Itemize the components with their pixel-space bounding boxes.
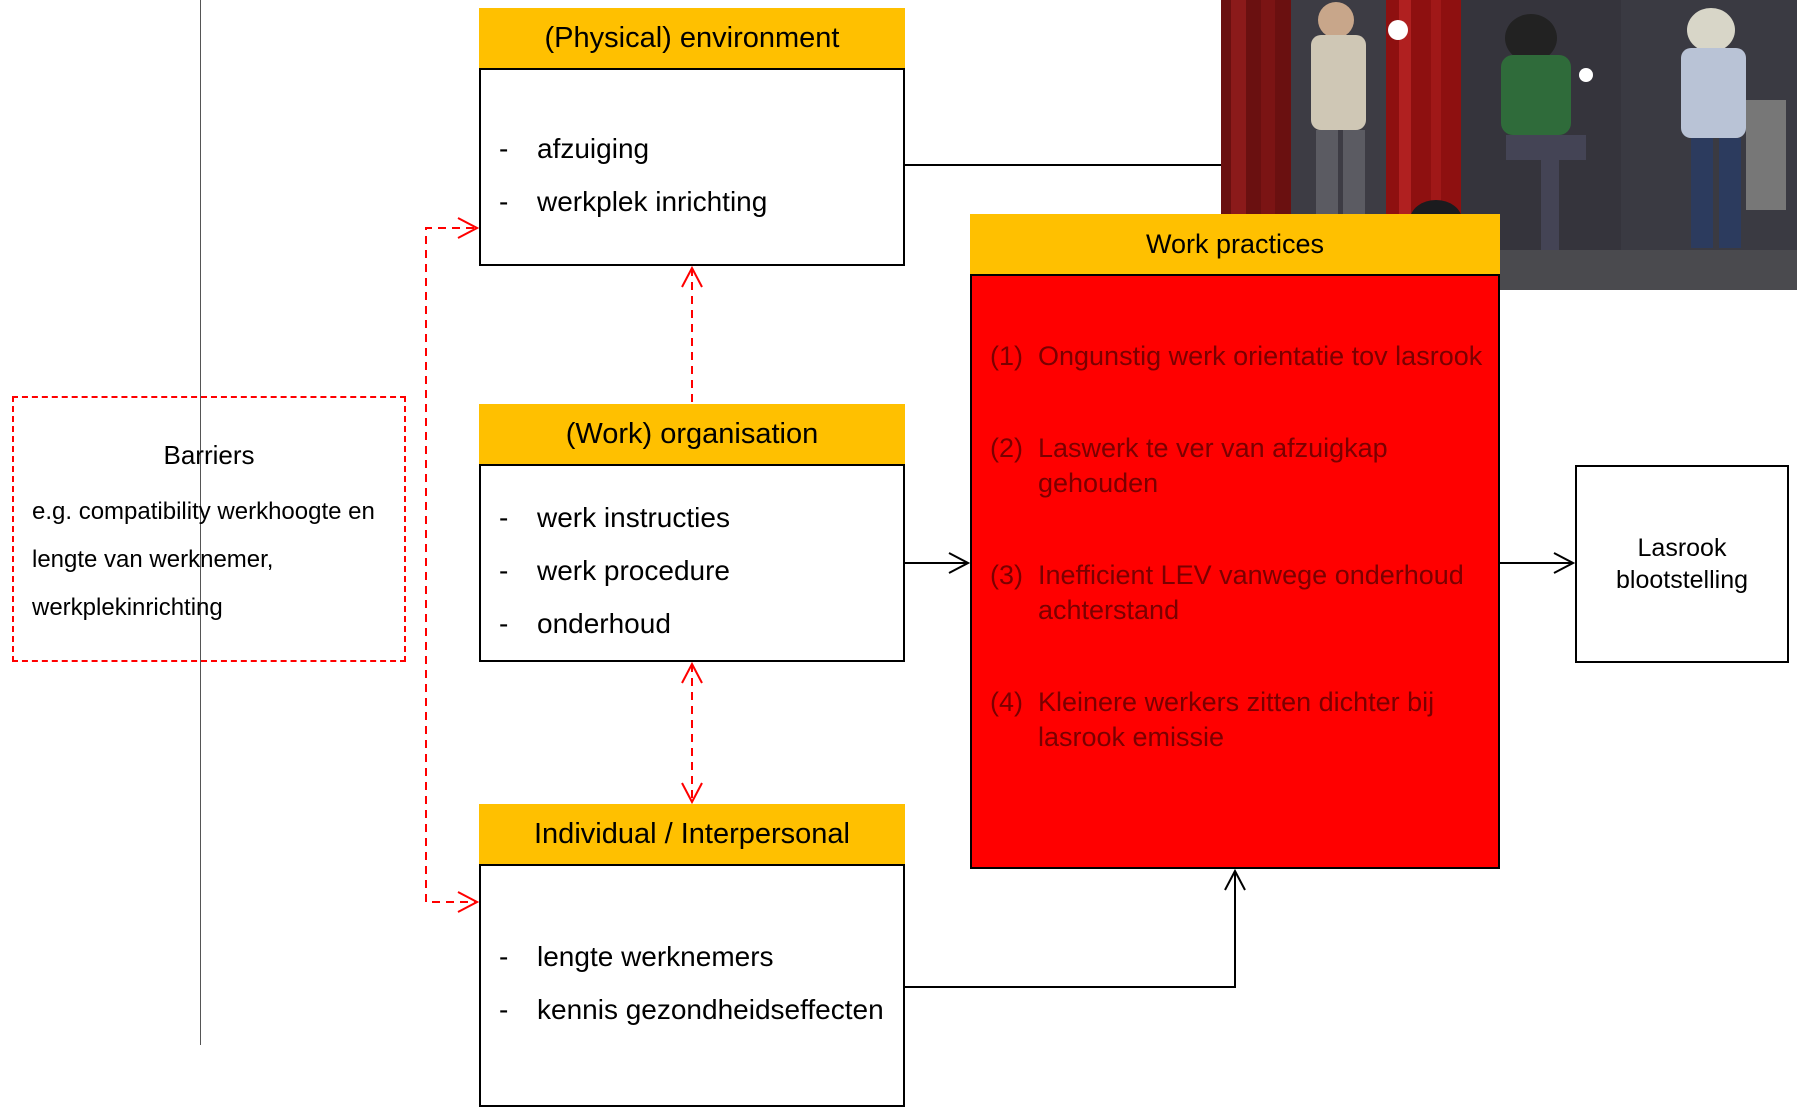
work-organisation-body: -werk instructies -werk procedure -onder…: [479, 464, 905, 662]
list-item: -lengte werknemers: [499, 941, 774, 972]
list-item: -werk procedure: [499, 555, 730, 586]
lasrook-blootstelling-box: Lasrook blootstelling: [1575, 465, 1789, 663]
individual-interpersonal-box: Individual / Interpersonal -lengte werkn…: [479, 804, 905, 1107]
physical-environment-box: (Physical) environment -afzuiging -werkp…: [479, 8, 905, 266]
work-practices-body: (1)Ongunstig werk orientatie tov lasrook…: [970, 274, 1500, 869]
list-item: -werk instructies: [499, 502, 730, 533]
practice-item: (1)Ongunstig werk orientatie tov lasrook: [990, 341, 1483, 371]
practice-item: (3)Inefficient LEV vanwege onderhoud ach…: [990, 560, 1464, 625]
barriers-box: Barriers e.g. compatibility werkhoogte e…: [12, 396, 406, 662]
barrier-link-physical: [425, 228, 477, 902]
connector-physical-to-practices: [905, 164, 1235, 212]
list-item: -afzuiging: [499, 133, 650, 164]
list-item: -onderhoud: [499, 608, 671, 639]
individual-interpersonal-body: -lengte werknemers -kennis gezondheidsef…: [479, 864, 905, 1107]
vertical-divider: [200, 0, 201, 1045]
barriers-title: Barriers: [163, 440, 255, 470]
physical-environment-title: (Physical) environment: [479, 8, 905, 68]
connector-individual-to-practices: [905, 871, 1235, 988]
work-practices-title: Work practices: [970, 214, 1500, 274]
list-item: -werkplek inrichting: [499, 186, 768, 217]
individual-interpersonal-title: Individual / Interpersonal: [479, 804, 905, 864]
list-item: -kennis gezondheidseffecten: [499, 994, 884, 1025]
barriers-description: e.g. compatibility werkhoogte en lengte …: [32, 498, 375, 621]
work-practices-box: Work practices (1)Ongunstig werk orienta…: [970, 214, 1500, 869]
outcome-line-2: blootstelling: [1615, 566, 1749, 594]
barrier-link-individual: [425, 600, 477, 902]
work-organisation-box: (Work) organisation -werk instructies -w…: [479, 404, 905, 662]
practice-item: (2)Laswerk te ver van afzuigkap gehouden: [990, 433, 1388, 498]
outcome-line-1: Lasrook: [1637, 534, 1727, 562]
work-organisation-title: (Work) organisation: [479, 404, 905, 464]
practice-item: (4)Kleinere werkers zitten dichter bij l…: [990, 687, 1435, 752]
physical-environment-body: -afzuiging -werkplek inrichting: [479, 68, 905, 266]
welding-workshop-photo: [1221, 0, 1797, 290]
